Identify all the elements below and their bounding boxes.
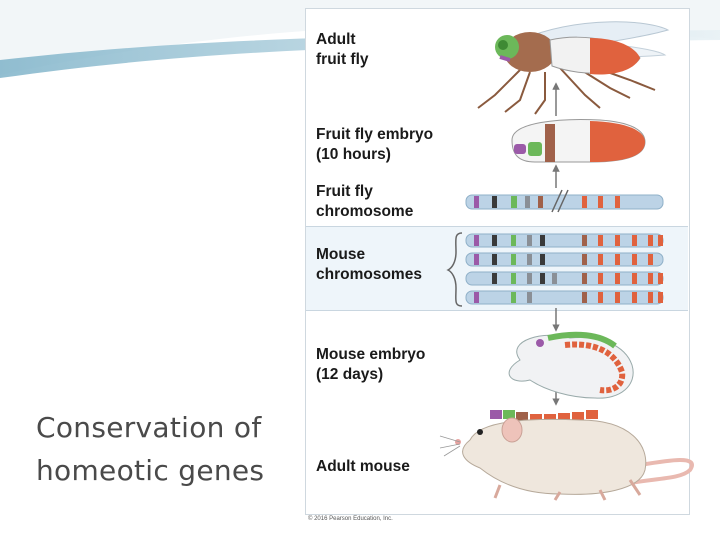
- mouse-gene-band: [582, 292, 587, 303]
- mouse-gene-band: [658, 235, 663, 246]
- fly-gene-brown: [538, 196, 543, 208]
- fly-embryo-brown-band: [545, 124, 555, 162]
- mouse-gene-band: [582, 254, 587, 265]
- mouse-embryo: [509, 335, 633, 398]
- fly-gene-orange-3: [615, 196, 620, 208]
- fly-gene-orange-2: [598, 196, 603, 208]
- mouse-gene-band: [658, 292, 663, 303]
- mouse-chromosomes: [466, 234, 663, 304]
- fly-gene-gray-1: [525, 196, 530, 208]
- mouse-gene-band: [540, 254, 545, 265]
- mouse-gene-band: [540, 273, 545, 284]
- adult-fruit-fly: [478, 22, 668, 114]
- mouse-gene-band: [511, 235, 516, 246]
- mouse-gene-band: [474, 235, 479, 246]
- mouse-gene-band: [598, 254, 603, 265]
- fly-embryo-purple-band: [514, 144, 526, 154]
- mouse-gene-band: [582, 235, 587, 246]
- mouse-gene-band: [632, 254, 637, 265]
- mouse-gene-band: [552, 273, 557, 284]
- mouse-gene-band: [527, 254, 532, 265]
- mouse-gene-band: [632, 273, 637, 284]
- mouse-gene-band: [511, 273, 516, 284]
- fly-eye: [498, 40, 508, 50]
- mouse-gene-band: [582, 273, 587, 284]
- mouse-eye: [477, 429, 483, 435]
- mouse-gene-band: [474, 292, 479, 303]
- mouse-gene-band: [648, 254, 653, 265]
- fly-gene-purple: [474, 196, 479, 208]
- fly-gene-green: [511, 196, 517, 208]
- mouse-gene-band: [648, 235, 653, 246]
- fly-abdomen-orange: [590, 38, 640, 74]
- chromosome-brace: [448, 233, 462, 306]
- mouse-gene-band: [598, 273, 603, 284]
- mouse-gene-band: [474, 254, 479, 265]
- mouse-gene-band: [527, 273, 532, 284]
- mouse-body: [463, 419, 646, 494]
- mouse-gene-band: [615, 292, 620, 303]
- mouse-gene-band: [492, 273, 497, 284]
- fly-embryo-green-band: [528, 142, 542, 156]
- mouse-gene-band: [648, 273, 653, 284]
- mouse-gene-band: [492, 235, 497, 246]
- mouse-gene-band: [527, 235, 532, 246]
- fly-legs: [478, 64, 655, 114]
- mouse-gene-band: [492, 254, 497, 265]
- fruit-fly-embryo: [512, 120, 645, 162]
- mouse-gene-band: [511, 292, 516, 303]
- mouse-whiskers: [440, 436, 460, 456]
- mouse-gene-band: [658, 273, 663, 284]
- mouse-gene-band: [615, 254, 620, 265]
- mouse-gene-band: [511, 254, 516, 265]
- fruit-fly-chromosome: [466, 190, 663, 212]
- mouse-gene-band: [598, 235, 603, 246]
- fly-embryo-orange: [590, 121, 645, 162]
- mouse-gene-band: [615, 235, 620, 246]
- fly-gene-orange-1: [582, 196, 587, 208]
- mouse-gene-band: [540, 235, 545, 246]
- mouse-gene-band: [615, 273, 620, 284]
- mouse-gene-band: [527, 292, 532, 303]
- mouse-gene-band: [648, 292, 653, 303]
- mouse-gene-band: [632, 235, 637, 246]
- mouse-gene-band: [632, 292, 637, 303]
- mouse-embryo-purple-spot: [536, 339, 544, 347]
- adult-mouse: [440, 410, 692, 500]
- mouse-ear: [502, 418, 522, 442]
- mouse-gene-band: [598, 292, 603, 303]
- fly-gene-black: [492, 196, 497, 208]
